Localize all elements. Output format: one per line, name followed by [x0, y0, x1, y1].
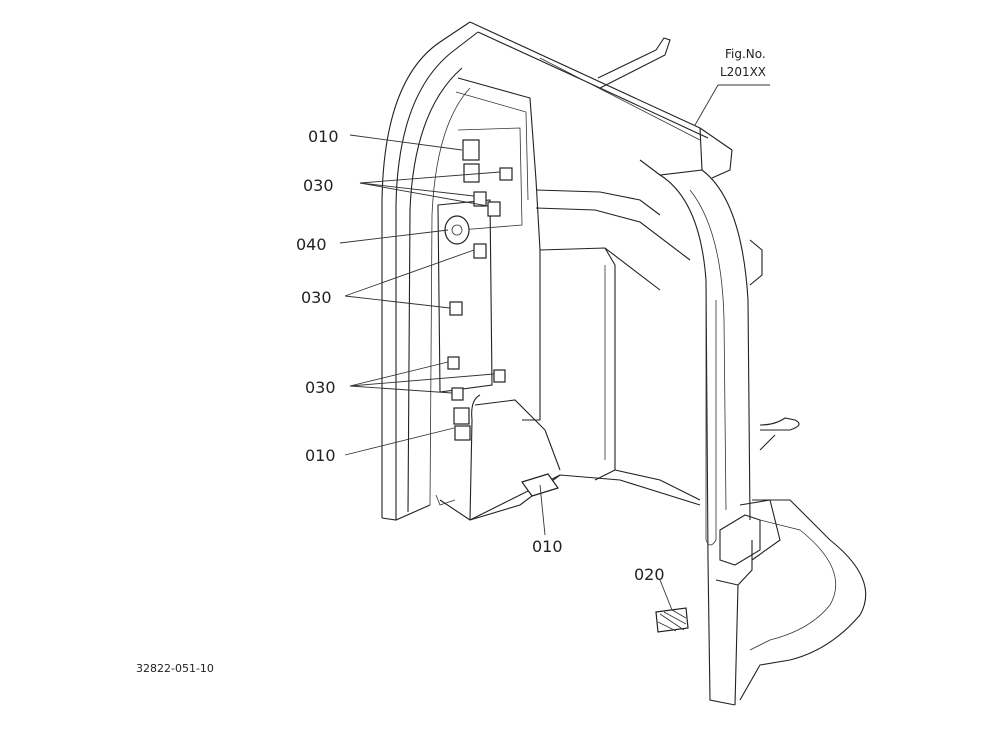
- decal-010-top-upper: [462, 139, 480, 161]
- sticker-040: [444, 215, 470, 245]
- decal-030-c-3: [451, 387, 464, 401]
- decal-030-c-2: [493, 369, 506, 383]
- decal-030-a-3: [487, 201, 501, 217]
- label-010-top: 010: [308, 127, 339, 146]
- fig-no-value: L201XX: [720, 65, 766, 79]
- label-010-left: 010: [305, 446, 336, 465]
- callout-labels: 010 030 040 030 030 010 010 020: [296, 127, 665, 584]
- decal-010-left-2: [454, 425, 471, 441]
- part-marks: [444, 139, 689, 633]
- figure-caption: Fig.No. L201XX: [720, 47, 766, 79]
- label-030-b: 030: [301, 288, 332, 307]
- label-020: 020: [634, 565, 665, 584]
- cab-frame-drawing: [381, 21, 867, 706]
- decal-010-top-lower: [463, 163, 480, 183]
- label-030-c: 030: [305, 378, 336, 397]
- fig-no-label: Fig.No.: [725, 47, 766, 61]
- drawing-code: 32822-051-10: [136, 662, 214, 675]
- decal-020: [655, 607, 689, 633]
- decal-030-a-2: [473, 191, 487, 207]
- decal-030-a-1: [499, 167, 513, 181]
- decal-030-b-2: [449, 301, 463, 316]
- label-010-bottom: 010: [532, 537, 563, 556]
- decal-030-c-1: [447, 356, 460, 370]
- label-030-a: 030: [303, 176, 334, 195]
- leader-lines: [339, 84, 770, 611]
- decal-010-left-1: [453, 407, 470, 425]
- decal-030-b-1: [473, 243, 487, 259]
- label-040: 040: [296, 235, 327, 254]
